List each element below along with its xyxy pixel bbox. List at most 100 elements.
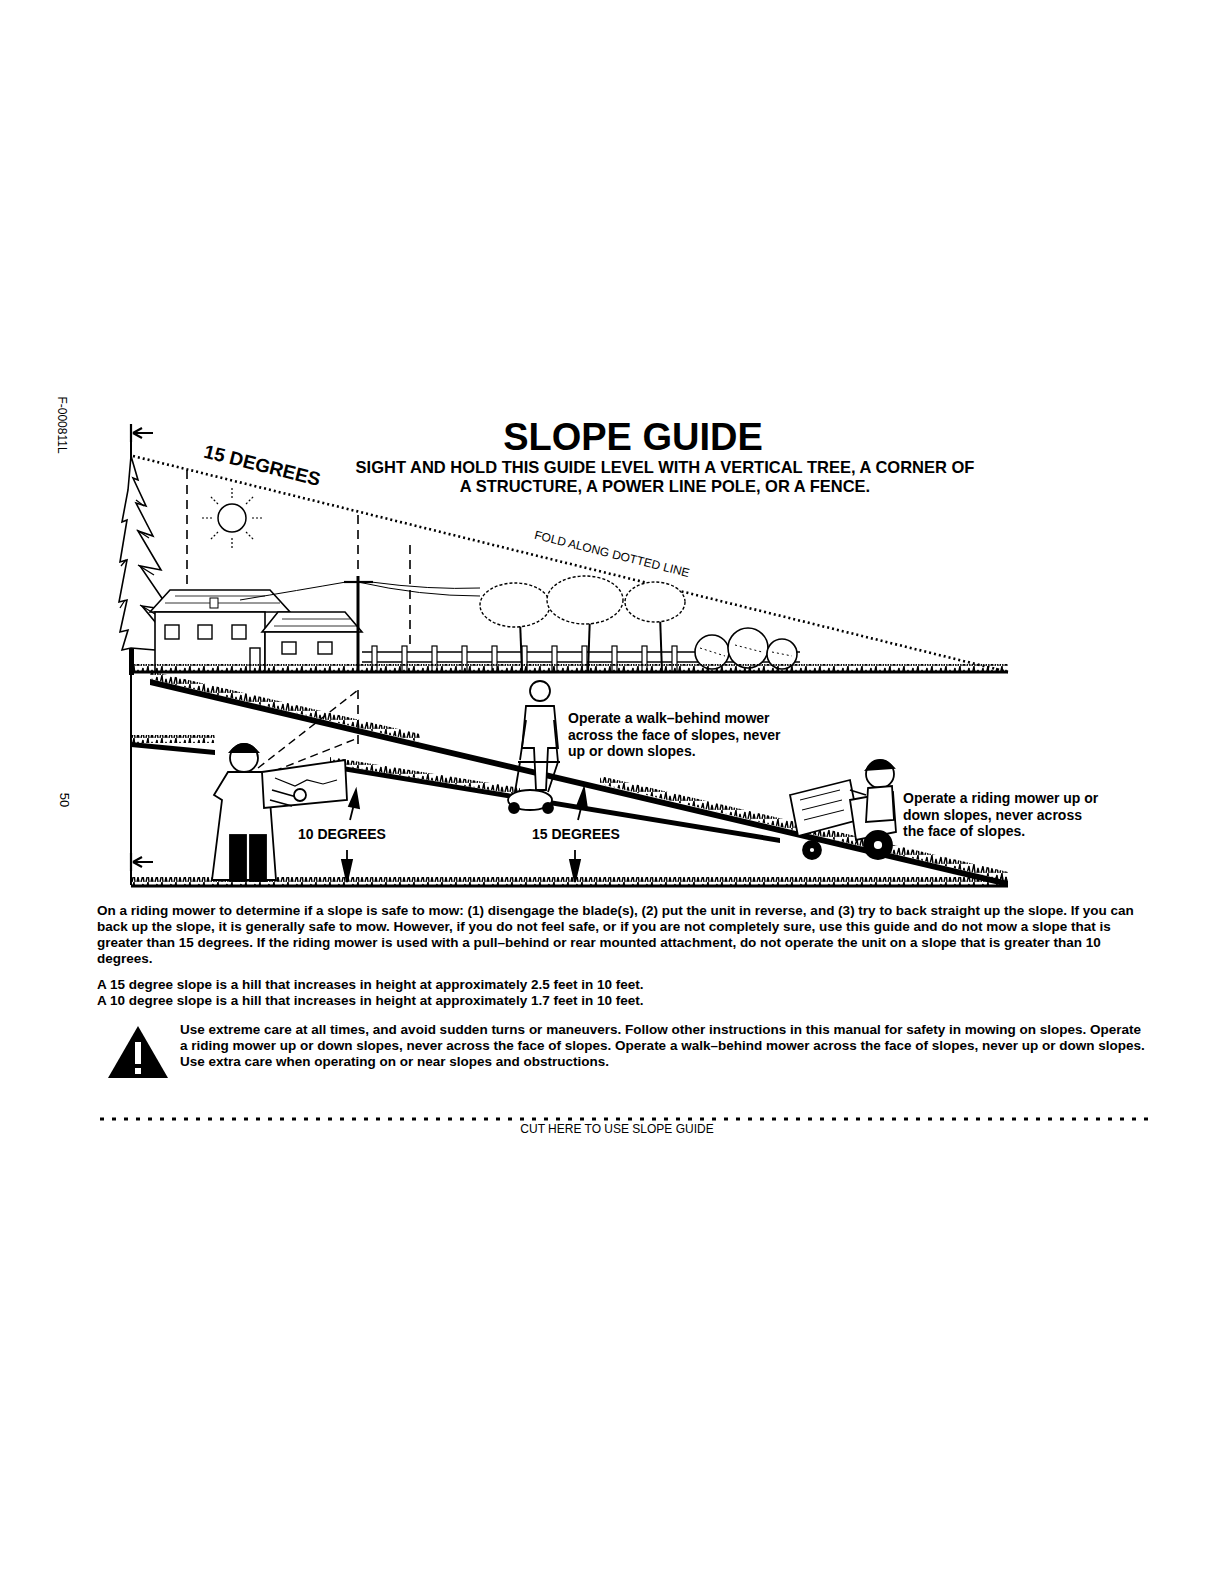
slope-definition: A 10 degree slope is a hill that increas…: [97, 993, 1151, 1009]
illustration-part: [133, 456, 1008, 672]
illustration-part: [548, 762, 558, 792]
illustration-part: [409, 545, 411, 645]
illustration-part: [342, 860, 352, 882]
illustration-part: [577, 788, 587, 808]
illustration-part: [262, 760, 347, 808]
illustration-part: [294, 789, 306, 801]
riding-mower-note: Operate a riding mower up or down slopes…: [903, 790, 1103, 840]
illustration-part: [772, 652, 792, 656]
warning-icon: [106, 1024, 170, 1080]
illustration-part: [230, 744, 258, 772]
illustration-part: [480, 583, 550, 627]
illustration-part: [210, 598, 218, 608]
illustration-part: [186, 470, 188, 592]
illustration-part: [357, 576, 360, 672]
illustration-part: [150, 671, 420, 742]
illustration-part: [131, 885, 1008, 888]
illustration-part: [120, 500, 160, 617]
illustration-part: [200, 486, 264, 550]
illustration-part: [250, 835, 266, 881]
illustration-part: [866, 760, 894, 788]
illustration-part: [803, 841, 821, 859]
illustration-part: [231, 538, 232, 550]
illustration-part: [660, 615, 662, 672]
illustration-part: [262, 612, 362, 632]
notes-block: On a riding mower to determine if a slop…: [97, 903, 1151, 1009]
fold-label: FOLD ALONG DOTTED LINE: [533, 528, 691, 580]
walk-mower-note: Operate a walk–behind mower across the f…: [568, 710, 798, 760]
illustration-part: [275, 778, 337, 786]
illustration-part: [165, 596, 356, 626]
illustration-part: [131, 664, 1008, 672]
illustration-part: [212, 744, 347, 881]
illustration-part: [349, 790, 359, 808]
illustration-part: [100, 1118, 1150, 1121]
illustration-part: [330, 764, 780, 843]
illustration-part: [155, 612, 265, 672]
illustration-part: [790, 760, 896, 859]
illustration-part: [108, 1026, 168, 1078]
illustration-part: [246, 532, 254, 540]
illustration-part: [520, 720, 558, 762]
illustration-part: [175, 596, 265, 597]
illustration-part: [131, 735, 215, 743]
illustration-part: [150, 590, 290, 612]
illustration-part: [508, 681, 560, 813]
illustration-part: [515, 762, 520, 792]
illustration-part: [695, 628, 797, 669]
illustration-part: [543, 803, 553, 813]
illustration-part: [700, 645, 792, 656]
angle-label: 10 DEGREES: [298, 826, 386, 843]
illustration-part: [318, 642, 332, 654]
illustration-part: [131, 853, 153, 871]
illustration-part: [150, 679, 1008, 887]
illustration-part: [735, 645, 762, 652]
illustration-part: [218, 504, 246, 532]
illustration-part: [258, 690, 358, 768]
guide-title: SLOPE GUIDE: [413, 418, 853, 456]
illustration-part: [873, 840, 883, 850]
illustration-part: [165, 625, 179, 639]
illustration-part: [330, 757, 520, 795]
illustration-part: [480, 576, 685, 627]
instruction-text: SIGHT AND HOLD THIS GUIDE LEVEL WITH A V…: [355, 458, 975, 497]
illustration-part: [809, 847, 815, 853]
angle-label: 15 DEGREES: [532, 826, 620, 843]
illustration-part: [210, 496, 218, 504]
cut-line: [0, 1116, 1224, 1122]
illustration-part: [131, 671, 1008, 674]
illustration-part: [230, 744, 258, 752]
illustration-part: [232, 625, 246, 639]
warning-text: Use extreme care at all times, and avoid…: [180, 1022, 1150, 1070]
illustration-part: [866, 760, 894, 770]
illustration-part: [570, 860, 580, 882]
illustration-part: [728, 628, 768, 668]
page-number: 50: [56, 793, 71, 807]
illustration-part: [866, 786, 894, 822]
illustration-part: [274, 626, 356, 627]
form-number: F-000811L: [55, 396, 69, 453]
illustration-part: [131, 424, 153, 442]
illustration-part: [231, 486, 232, 498]
illustration-part: [282, 642, 296, 654]
illustration-part: [200, 517, 212, 518]
illustration-part: [135, 1068, 141, 1074]
illustration-part: [547, 576, 623, 624]
illustration-part: [530, 681, 550, 701]
procedure-note: On a riding mower to determine if a slop…: [97, 903, 1151, 967]
cut-label: CUT HERE TO USE SLOPE GUIDE: [520, 1122, 713, 1136]
illustration-part: [230, 835, 246, 881]
illustration-part: [357, 690, 359, 745]
illustration-part: [135, 1042, 141, 1064]
illustration-part: [509, 803, 519, 813]
illustration-part: [625, 582, 685, 622]
illustration-part: [850, 790, 866, 795]
illustration-part: [518, 761, 560, 763]
slope-definition: A 15 degree slope is a hill that increas…: [97, 977, 1151, 993]
illustration-part: [700, 648, 725, 656]
illustration-part: [357, 515, 359, 572]
angle-label: 15 DEGREES: [201, 441, 322, 492]
illustration-part: [864, 831, 892, 859]
illustration-part: [800, 790, 844, 820]
